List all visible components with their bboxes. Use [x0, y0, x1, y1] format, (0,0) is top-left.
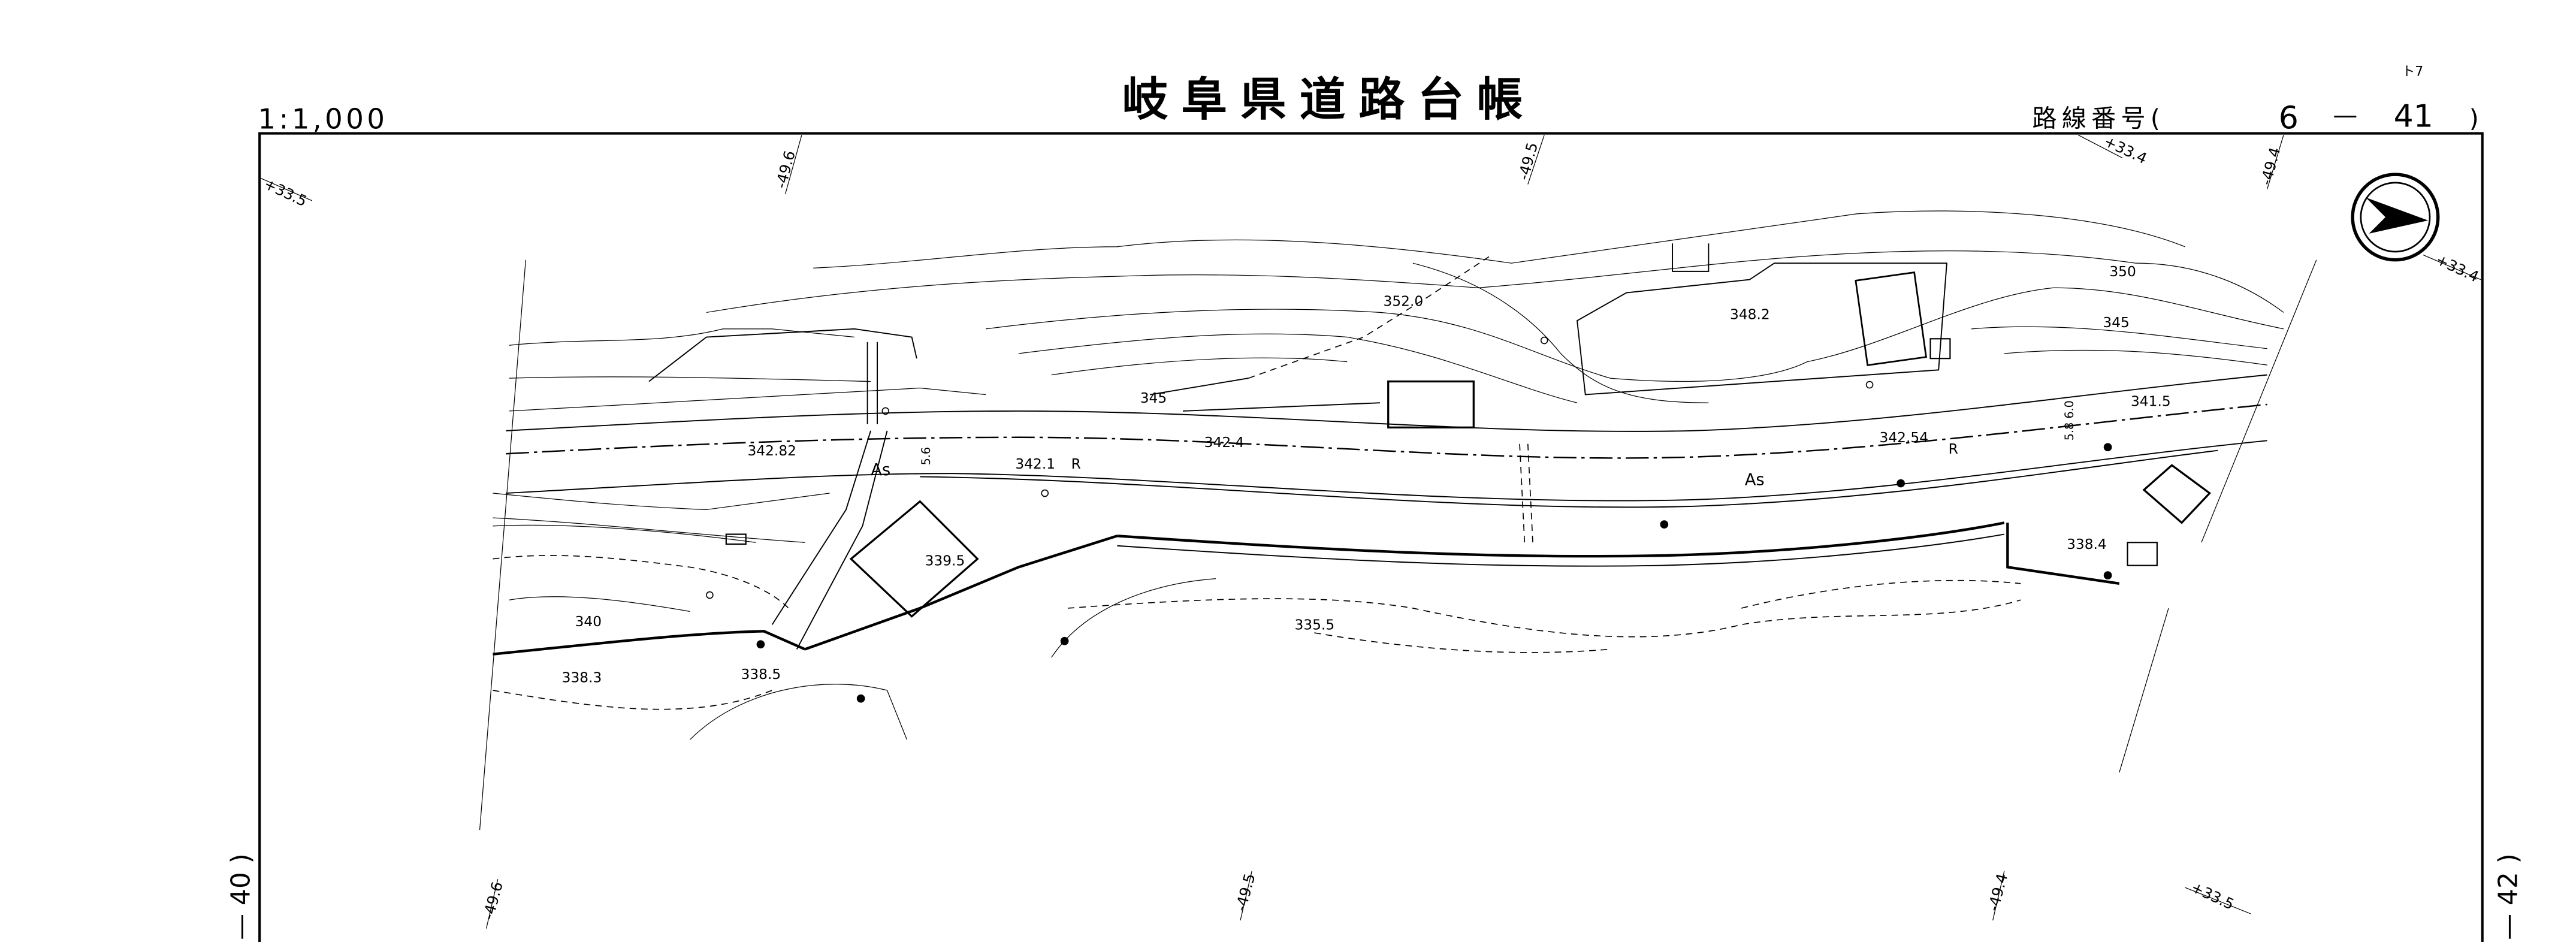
sheet-ref-right: — 42 ) — [2493, 853, 2523, 940]
route-number-dash: — — [2333, 101, 2357, 129]
map-extent-right — [2119, 259, 2317, 773]
scale-label: 1:1,000 — [258, 102, 388, 135]
elevation-label: 342.4 — [1204, 434, 1245, 451]
elevation-label: 342.82 — [747, 443, 796, 459]
grid-label-top: +33.4 — [2101, 132, 2150, 167]
map-frame — [258, 132, 2484, 942]
r-label: R — [1071, 456, 1081, 472]
grid-label-top: -49.5 — [1515, 141, 1542, 182]
route-number-a: 6 — [2279, 100, 2299, 136]
elevation-label: 340 — [575, 614, 602, 630]
grid-label-bottom: -49.5 — [1232, 872, 1259, 913]
route-number-label: 路線番号( — [2032, 104, 2165, 133]
elevation-label: 342.1 — [1015, 456, 1055, 472]
grid-label-top: -49.6 — [772, 149, 799, 190]
sheet-ref-left: — 40 ) — [226, 853, 256, 940]
elevation-label: 342.54 — [1880, 430, 1929, 446]
contour-lines — [509, 210, 2284, 412]
grid-label-right: +33.4 — [2433, 250, 2482, 285]
route-number-b: 41 — [2394, 99, 2433, 135]
elevation-label: 352.0 — [1384, 293, 1424, 309]
terrain-lower — [493, 493, 2021, 740]
elevation-label: 338.3 — [562, 669, 602, 686]
buildings — [648, 243, 2212, 618]
elevation-label: 350 — [2109, 264, 2136, 280]
width-label: 5.8 6.0 — [2062, 400, 2076, 440]
elevation-label: 338.5 — [741, 666, 781, 683]
elevation-label: 345 — [1140, 390, 1167, 406]
elevation-label: 338.4 — [2067, 536, 2107, 552]
elevation-label: 341.5 — [2131, 394, 2171, 410]
route-number-close: ) — [2469, 104, 2479, 133]
surface-label-asphalt: As — [871, 461, 890, 479]
point-markers — [706, 336, 2112, 703]
page-title: 岐阜県道路台帳 — [1122, 73, 1536, 126]
north-arrow-icon — [2351, 173, 2440, 262]
grid-label-top: -49.4 — [2257, 146, 2284, 187]
surface-label-asphalt: As — [1745, 470, 1765, 489]
grid-label-top-left: +33.5 — [261, 175, 310, 210]
handwritten-note: ト7 — [2402, 65, 2423, 80]
r-label: R — [1949, 441, 1958, 457]
elevation-label: 339.5 — [925, 553, 965, 569]
elevation-label: 345 — [2103, 315, 2129, 331]
elevation-label: 348.2 — [1730, 306, 1770, 322]
grid-label-bottom: -49.6 — [479, 880, 506, 921]
map-extent-left — [479, 259, 526, 831]
grid-label-bottom: -49.4 — [1985, 872, 2012, 913]
grid-lines — [259, 134, 2481, 929]
grid-label-bottom: +33.5 — [2188, 878, 2237, 913]
road — [493, 254, 2267, 656]
elevation-label: 335.5 — [1294, 617, 1334, 633]
width-label: 5.6 — [919, 447, 933, 466]
